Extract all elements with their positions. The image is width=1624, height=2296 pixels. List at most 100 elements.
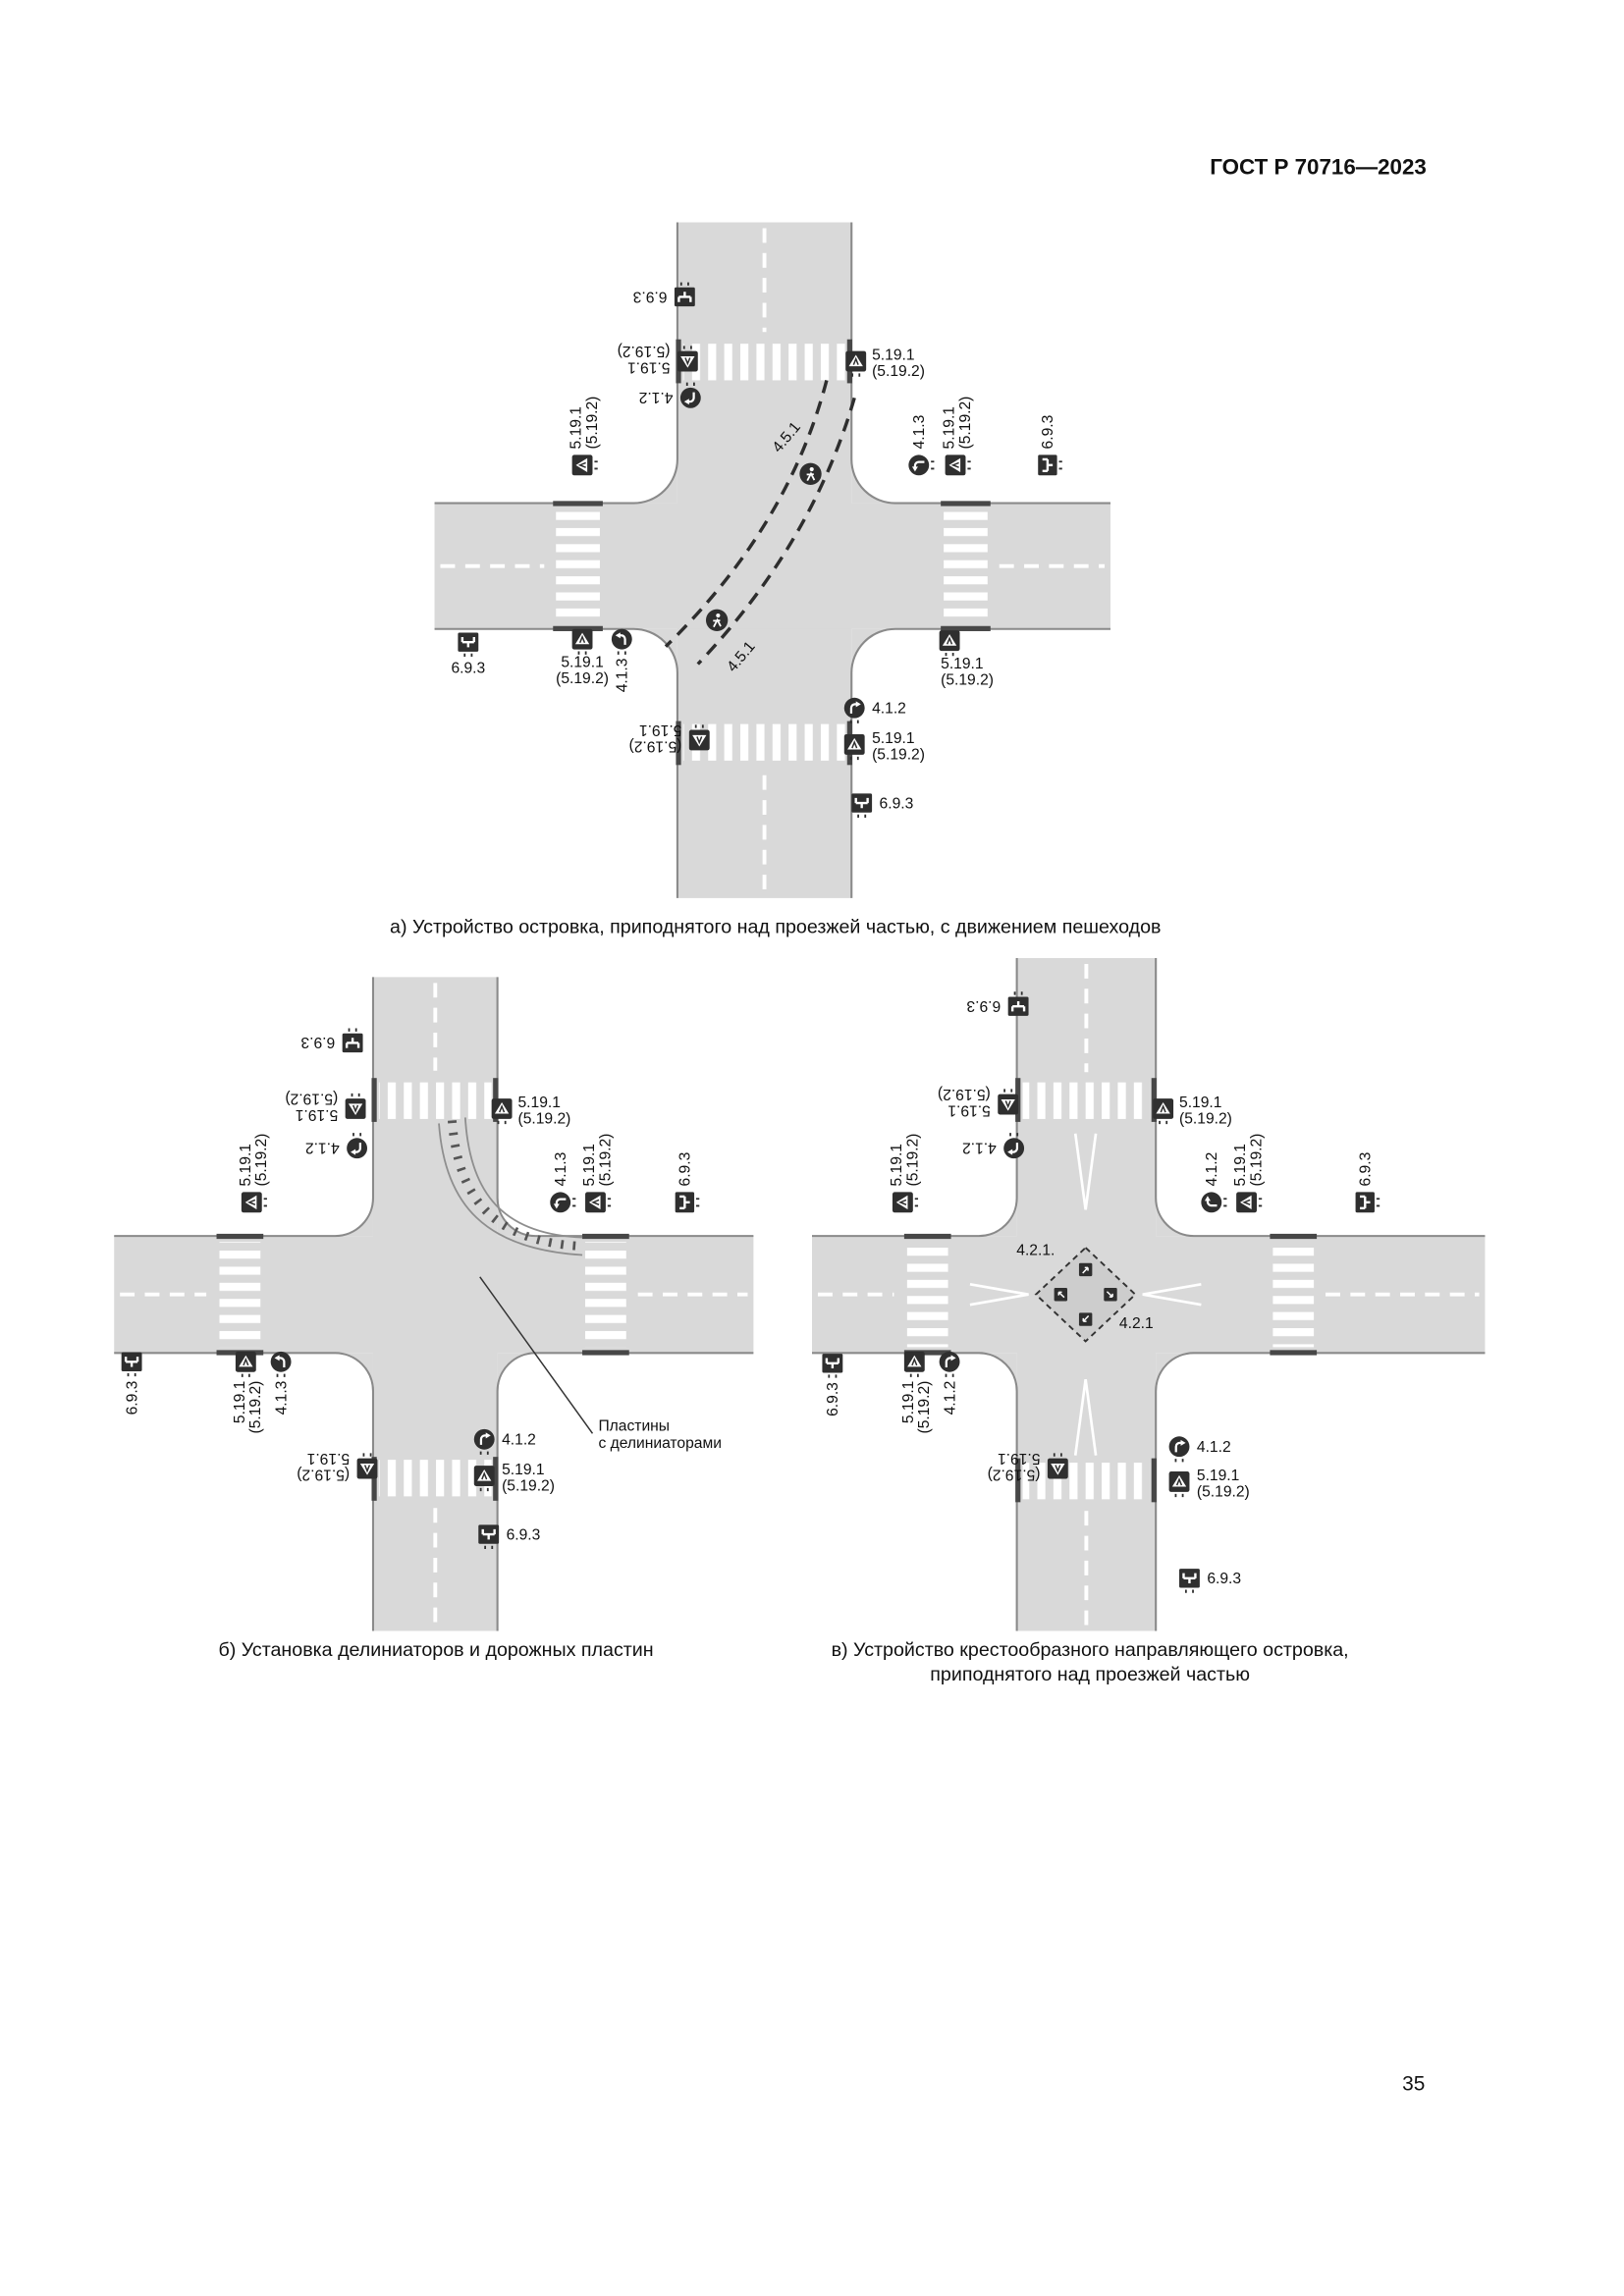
sign-6-9-3: 6.9.3 bbox=[477, 1523, 540, 1551]
sign-label: (5.19.2) bbox=[938, 1086, 991, 1102]
turn-right-sign-icon bbox=[346, 1131, 369, 1160]
road-horizontal bbox=[434, 503, 1110, 629]
sign-label: 6.9.3 bbox=[880, 795, 914, 812]
sign-label: 4.1.3 bbox=[615, 659, 631, 693]
sign-label: 4.1.3 bbox=[911, 415, 928, 450]
curb-lines bbox=[812, 958, 1486, 1631]
sign-5-19-1: 5.19.1(5.19.2) bbox=[472, 1462, 555, 1494]
document-header: ГОСТ Р 70716—2023 bbox=[1210, 154, 1427, 181]
sign-6-9-3: 6.9.3 bbox=[451, 631, 485, 676]
sign-label: (5.19.2) bbox=[597, 1134, 614, 1187]
sign-label: 5.19.1 bbox=[639, 721, 681, 738]
corner-fillet bbox=[633, 628, 677, 673]
road-horizontal bbox=[114, 1236, 754, 1354]
diagram-v-intersection: 4.2.1. 4.2.1 6.9.3 5.19.1(5.19.2) 4.1.2 … bbox=[812, 958, 1486, 1631]
sign-label: (5.19.2) bbox=[247, 1381, 264, 1434]
curb-ramp-mark bbox=[941, 625, 991, 631]
sign-label: (5.19.2) bbox=[941, 671, 994, 688]
sign-label: (5.19.2) bbox=[988, 1467, 1041, 1483]
sign-5-19-1: 5.19.1(5.19.2) bbox=[297, 1450, 379, 1483]
turn-left-sign-icon bbox=[549, 1191, 577, 1214]
curb-ramp-mark bbox=[553, 625, 603, 631]
sign-label: (5.19.2) bbox=[904, 1134, 921, 1187]
sign-5-19-1: 5.19.1(5.19.2) bbox=[285, 1091, 367, 1123]
sign-5-19-1: 5.19.1(5.19.2) bbox=[232, 1350, 264, 1434]
caption-v: в) Устройство крестообразного направляющ… bbox=[776, 1638, 1405, 1686]
crosswalk-right bbox=[585, 1242, 626, 1348]
signs-layer: 6.9.3 5.19.1(5.19.2) 4.1.2 5.19.1(5.19.2… bbox=[120, 1027, 701, 1551]
turn-right-sign-icon bbox=[1167, 1435, 1191, 1464]
sign-label: 5.19.1 bbox=[627, 359, 670, 376]
curb-ramp-mark bbox=[903, 1350, 951, 1356]
sign-6-9-3: 6.9.3 bbox=[120, 1351, 143, 1415]
signs-layer: 6.9.3 5.19.1(5.19.2) 4.1.2 5.19.1(5.19.2… bbox=[451, 281, 1064, 820]
sign-6-9-3: 6.9.3 bbox=[966, 990, 1030, 1018]
sign-4-1-2: 4.1.2 bbox=[1167, 1435, 1231, 1464]
sign-4-1-2: 4.1.2 bbox=[842, 696, 906, 724]
sign-6-9-3: 6.9.3 bbox=[674, 1152, 701, 1214]
sign-5-19-1: 5.19.1(5.19.2) bbox=[938, 629, 994, 688]
pedestrian-crossing-sign-icon bbox=[944, 454, 972, 477]
sign-6-9-3: 6.9.3 bbox=[1037, 415, 1064, 477]
sign-label: 4.1.3 bbox=[553, 1152, 569, 1187]
sign-label: 5.19.1 bbox=[581, 1144, 598, 1186]
corner-fillet bbox=[335, 1353, 373, 1392]
sign-label: 5.19.1 bbox=[872, 730, 914, 747]
pedestrian-crossing-sign-icon bbox=[570, 454, 599, 477]
turn-right-sign-icon bbox=[938, 1350, 961, 1379]
sign-5-19-1: 5.19.1(5.19.2) bbox=[842, 730, 925, 763]
diagram-a-intersection: 4.5.1 4.5.1 6.9.3 5.19.1(5.19.2) 4.1.2 5… bbox=[434, 222, 1110, 898]
sign-label: (5.19.2) bbox=[556, 670, 609, 687]
sign-5-19-1: 5.19.1(5.19.2) bbox=[1232, 1134, 1265, 1214]
curb-ramp-mark bbox=[903, 1233, 951, 1240]
sign-label: (5.19.2) bbox=[629, 737, 682, 754]
curb-ramp-mark bbox=[1015, 1458, 1021, 1503]
pedestrian-crossing-sign-icon bbox=[997, 1088, 1020, 1116]
sign-label: (5.19.2) bbox=[916, 1381, 933, 1434]
crosswalk-left bbox=[906, 1242, 948, 1348]
crosswalks bbox=[216, 1078, 629, 1501]
roadway bbox=[434, 222, 1110, 898]
sign-4-1-2: 4.1.2 bbox=[1200, 1152, 1228, 1214]
route-scheme-sign-icon bbox=[1177, 1567, 1202, 1594]
curb-ramp-mark bbox=[553, 501, 603, 507]
page-number: 35 bbox=[1402, 2070, 1426, 2095]
curb-ramp-mark bbox=[582, 1350, 629, 1356]
sign-label: 4.1.3 bbox=[273, 1381, 290, 1415]
pedestrian-crossing-sign-icon bbox=[1235, 1191, 1264, 1214]
sign-label: 5.19.1 bbox=[502, 1462, 544, 1478]
sign-5-19-1: 5.19.1(5.19.2) bbox=[889, 1134, 921, 1214]
crosswalk-left bbox=[556, 508, 600, 623]
curb-lines bbox=[434, 222, 1110, 898]
curb-ramp-mark bbox=[1270, 1233, 1318, 1240]
crosswalk-bottom bbox=[682, 723, 846, 761]
route-scheme-sign-icon bbox=[1354, 1191, 1381, 1214]
sign-label: 5.19.1 bbox=[296, 1106, 338, 1123]
sign-label: 6.9.3 bbox=[451, 660, 485, 676]
pedestrian-crossing-sign-icon bbox=[1167, 1470, 1191, 1499]
sign-label: (5.19.2) bbox=[297, 1467, 350, 1483]
sign-label: 5.19.1 bbox=[561, 654, 603, 670]
lane-markings bbox=[120, 983, 748, 1626]
sign-4-1-3: 4.1.3 bbox=[549, 1152, 577, 1214]
sign-label: (5.19.2) bbox=[1179, 1110, 1232, 1127]
sign-6-9-3: 6.9.3 bbox=[1354, 1152, 1381, 1214]
avoid-obstacle-sign-icon bbox=[1078, 1311, 1094, 1327]
delineator-posts-row bbox=[447, 1120, 583, 1252]
sign-label: 5.19.1 bbox=[232, 1381, 248, 1423]
route-scheme-sign-icon bbox=[1037, 454, 1064, 477]
corner-fillet bbox=[978, 1353, 1017, 1392]
curb-ramp-mark bbox=[371, 1078, 377, 1122]
avoid-obstacle-sign-icon bbox=[1078, 1261, 1094, 1277]
sign-5-19-1: 5.19.1(5.19.2) bbox=[490, 1095, 570, 1127]
pedestrian-crossing-sign-icon bbox=[584, 1191, 613, 1214]
sign-label: 5.19.1 bbox=[568, 406, 585, 449]
sign-label: 5.19.1 bbox=[889, 1144, 905, 1186]
caption-v-line2: приподнятого над проезжей частью bbox=[930, 1662, 1250, 1684]
sign-label: 6.9.3 bbox=[677, 1152, 694, 1187]
center-dashed-lines bbox=[120, 983, 748, 1626]
sign-5-19-1: 5.19.1(5.19.2) bbox=[938, 1086, 1020, 1119]
pedestrian-crossing-sign-icon bbox=[570, 627, 594, 656]
curb-ramp-mark bbox=[371, 1457, 377, 1501]
sign-4-1-2: 4.1.2 bbox=[639, 381, 702, 409]
